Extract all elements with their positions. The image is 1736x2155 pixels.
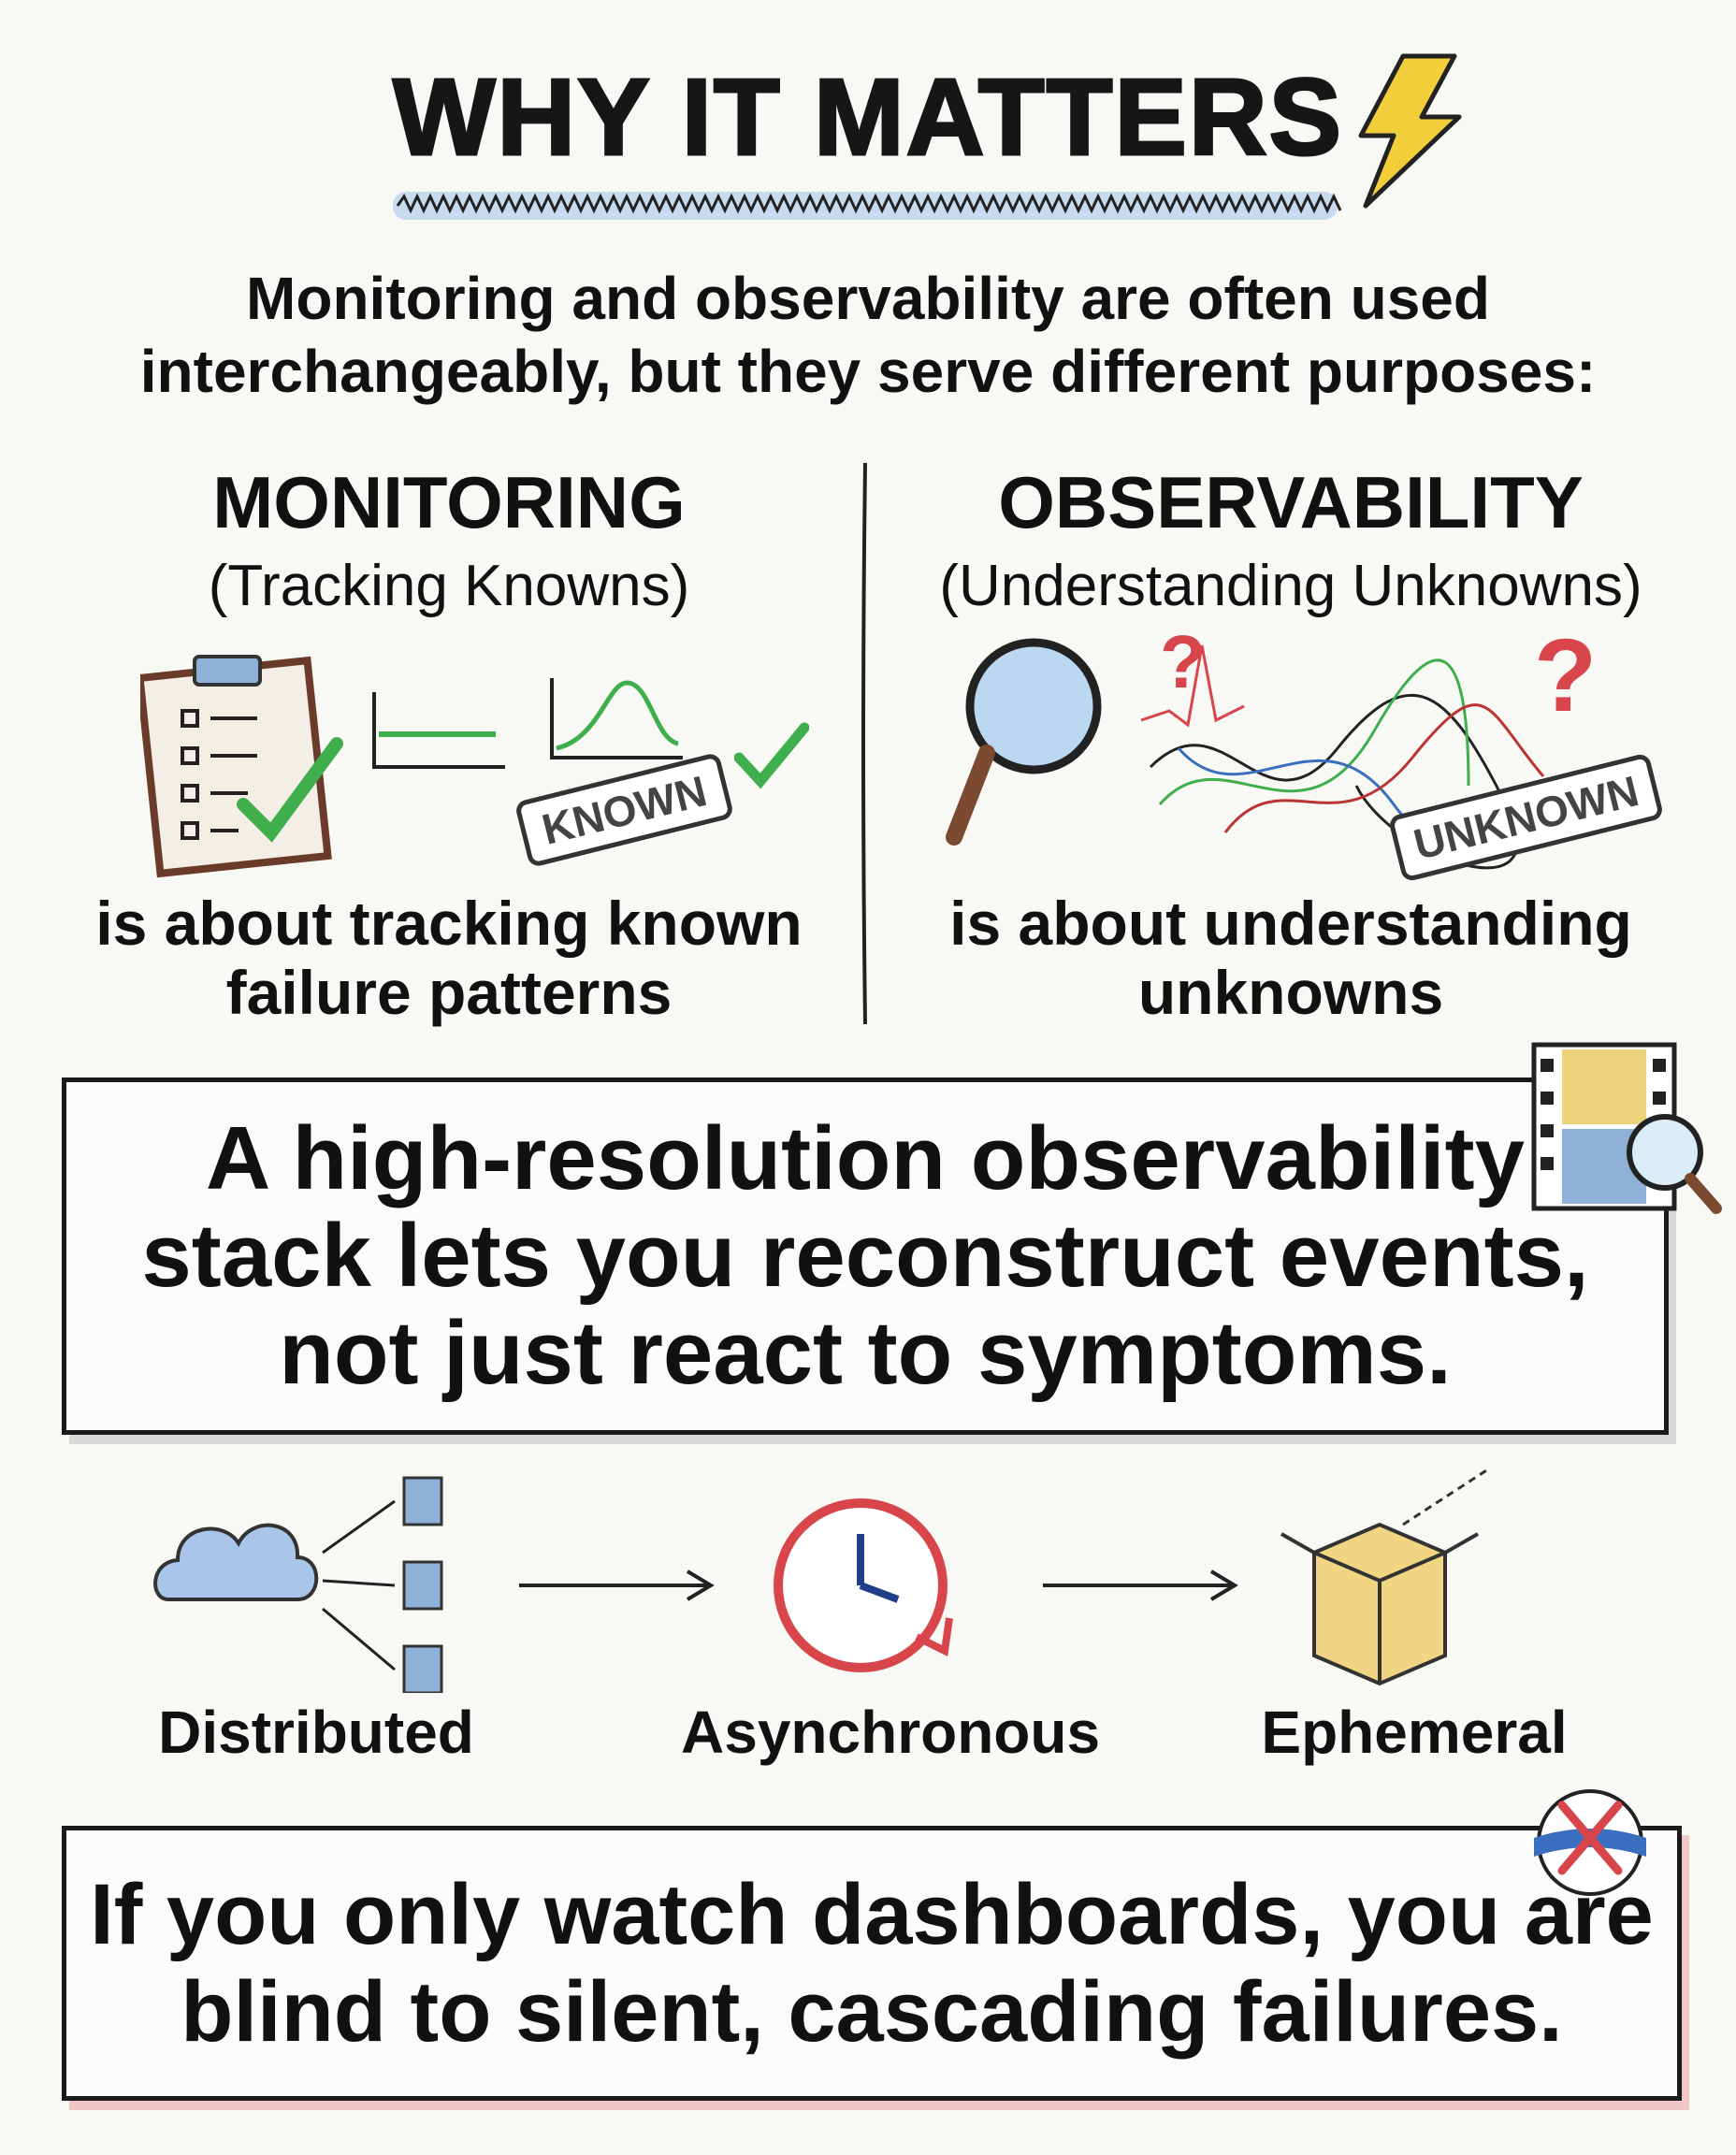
monitoring-description: is about tracking known failure patterns bbox=[56, 889, 842, 1027]
monitoring-column: MONITORING (Tracking Knowns) bbox=[56, 460, 842, 620]
squiggle-underline bbox=[393, 192, 1342, 220]
clock-icon bbox=[774, 1498, 953, 1672]
observability-heading: OBSERVABILITY bbox=[998, 461, 1584, 543]
monitoring-desc-line-1: is about tracking known bbox=[95, 889, 803, 958]
clipboard-icon bbox=[140, 655, 343, 878]
blindfold-icon bbox=[1534, 1789, 1646, 1896]
observability-desc-line-2: unknowns bbox=[1137, 958, 1444, 1027]
magnifier-icon bbox=[946, 638, 1102, 846]
arrow-icon bbox=[1043, 1569, 1238, 1601]
flat-line-chart-icon bbox=[372, 692, 505, 769]
callout-blind-to-failures: If you only watch dashboards, you are bl… bbox=[62, 1826, 1682, 2101]
callout-reconstruct-events: A high-resolution observability stack le… bbox=[62, 1078, 1669, 1435]
monitoring-illustration bbox=[140, 655, 683, 878]
page-title: WHY IT MATTERS bbox=[391, 55, 1344, 180]
intro-line-2: interchangeably, but they serve differen… bbox=[139, 338, 1597, 405]
flow-label-asynchronous: Asynchronous bbox=[681, 1699, 1101, 1766]
lightning-icon bbox=[1358, 53, 1462, 209]
callout1-line-2: stack lets you reconstruct events, bbox=[141, 1206, 1589, 1306]
bell-curve-chart-icon bbox=[550, 678, 683, 759]
observability-column: OBSERVABILITY (Understanding Unknowns) bbox=[898, 460, 1684, 620]
flow-diagram bbox=[153, 1468, 1493, 1693]
svg-text:?: ? bbox=[1534, 618, 1597, 733]
arrow-icon bbox=[519, 1569, 715, 1601]
monitoring-desc-line-2: failure patterns bbox=[225, 958, 673, 1027]
observability-description: is about understanding unknowns bbox=[898, 889, 1684, 1027]
film-magnifier-icon bbox=[1531, 1042, 1722, 1214]
callout2-line-2: blind to silent, cascading failures. bbox=[181, 1964, 1563, 2060]
observability-illustration: ?? bbox=[946, 618, 1597, 870]
monitoring-heading: MONITORING bbox=[212, 461, 686, 543]
open-box-icon bbox=[1280, 1468, 1493, 1686]
intro-line-1: Monitoring and observability are often u… bbox=[246, 265, 1490, 332]
question-mark-icon: ?? bbox=[1160, 618, 1597, 733]
callout1-line-3: not just react to symptoms. bbox=[279, 1303, 1452, 1403]
callout2-line-1: If you only watch dashboards, you are bbox=[90, 1867, 1654, 1962]
cloud-servers-icon bbox=[153, 1476, 443, 1693]
column-divider bbox=[861, 463, 867, 1024]
flow-label-ephemeral: Ephemeral bbox=[1261, 1699, 1568, 1766]
intro-text: Monitoring and observability are often u… bbox=[0, 262, 1736, 408]
flow-label-distributed: Distributed bbox=[158, 1699, 474, 1766]
callout1-line-1: A high-resolution observability bbox=[206, 1108, 1525, 1208]
observability-subheading: (Understanding Unknowns) bbox=[939, 554, 1642, 618]
monitoring-subheading: (Tracking Knowns) bbox=[208, 554, 690, 618]
check-icon bbox=[734, 722, 809, 789]
observability-desc-line-1: is about understanding bbox=[949, 889, 1632, 958]
